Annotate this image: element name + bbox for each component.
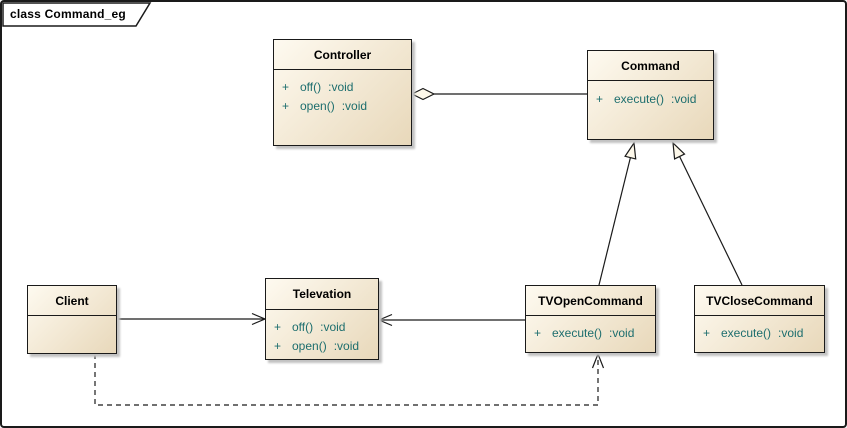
method-return-type: :void: [671, 92, 697, 106]
class-box-tvopencommand[interactable]: TVOpenCommand + execute() :void: [525, 285, 656, 353]
frame-tab: [2, 2, 152, 27]
class-methods-tvclosecommand: + execute() :void: [695, 316, 824, 343]
method: + open() :void: [274, 337, 374, 356]
class-methods-televation: + off() :void + open() :void: [266, 310, 378, 356]
method: + execute() :void: [596, 90, 709, 109]
method-visibility: +: [596, 92, 604, 106]
method-visibility: +: [703, 326, 711, 340]
class-box-tvclosecommand[interactable]: TVCloseCommand + execute() :void: [694, 285, 825, 353]
method-signature: open(): [300, 99, 335, 113]
class-methods-client: [28, 316, 116, 324]
method-signature: execute(): [721, 326, 772, 340]
method-visibility: +: [274, 320, 282, 334]
method-signature: off(): [292, 320, 314, 334]
generalization-tvclosecommand-command[interactable]: [672, 141, 743, 286]
method-signature: execute(): [552, 326, 603, 340]
generalization-tvopencommand-command[interactable]: [598, 141, 637, 286]
class-box-client[interactable]: Client: [27, 285, 117, 354]
method: + off() :void: [274, 318, 374, 337]
class-methods-command: + execute() :void: [588, 81, 713, 109]
method-visibility: +: [282, 80, 290, 94]
method-signature: off(): [300, 80, 322, 94]
class-name-controller: Controller: [274, 40, 411, 70]
association-client-televation[interactable]: [117, 312, 267, 326]
aggregation-controller-command[interactable]: [410, 87, 587, 101]
class-methods-tvopencommand: + execute() :void: [526, 316, 655, 343]
method-return-type: :void: [609, 326, 635, 340]
class-name-client: Client: [28, 286, 116, 316]
method-signature: execute(): [614, 92, 665, 106]
class-name-command: Command: [588, 51, 713, 81]
class-box-command[interactable]: Command + execute() :void: [587, 50, 714, 140]
dependency-client-tvopencommand[interactable]: [94, 352, 605, 406]
class-box-televation[interactable]: Televation + off() :void + open() :void: [265, 278, 379, 360]
method-return-type: :void: [778, 326, 804, 340]
class-name-tvclosecommand: TVCloseCommand: [695, 286, 824, 316]
class-name-tvopencommand: TVOpenCommand: [526, 286, 655, 316]
method-signature: open(): [292, 339, 327, 353]
class-box-controller[interactable]: Controller + off() :void + open() :void: [273, 39, 412, 146]
method-return-type: :void: [333, 339, 360, 353]
method-return-type: :void: [320, 320, 346, 334]
method-return-type: :void: [341, 99, 368, 113]
method-return-type: :void: [328, 80, 354, 94]
method: + open() :void: [282, 97, 407, 116]
method: + execute() :void: [534, 324, 651, 343]
method: + off() :void: [282, 78, 407, 97]
method-visibility: +: [534, 326, 542, 340]
class-name-televation: Televation: [266, 279, 378, 310]
class-methods-controller: + off() :void + open() :void: [274, 70, 411, 116]
method: + execute() :void: [703, 324, 820, 343]
diagram-frame-label: class Command_eg: [10, 7, 126, 21]
association-tvopencommand-televation[interactable]: [377, 313, 525, 327]
method-visibility: +: [274, 339, 282, 353]
method-visibility: +: [282, 99, 290, 113]
